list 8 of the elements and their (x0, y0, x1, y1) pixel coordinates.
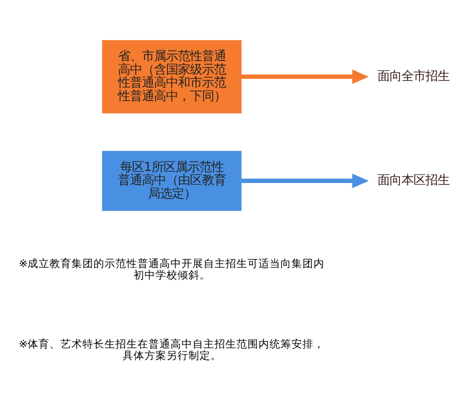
arrow (241, 173, 369, 188)
label: ※体育、艺术特长生招生在普通高中自主招生范围内统筹安排，具体方案另行制定。 (18, 338, 325, 362)
node-box: 每区1所区属示范性普通高中（由区教育局选定） (102, 150, 242, 210)
node-box: 省、市属示范性普通高中（含国家级示范性普通高中和市示范性普通高中，下同） (102, 40, 242, 113)
arrow (241, 68, 369, 84)
node-text: 面向全市招生 (378, 68, 450, 82)
node-text: 面向本区招生 (378, 172, 450, 187)
label: ※成立教育集团的示范性普通高中开展自主招生可适当向集团内初中学校倾斜。 (18, 257, 325, 281)
